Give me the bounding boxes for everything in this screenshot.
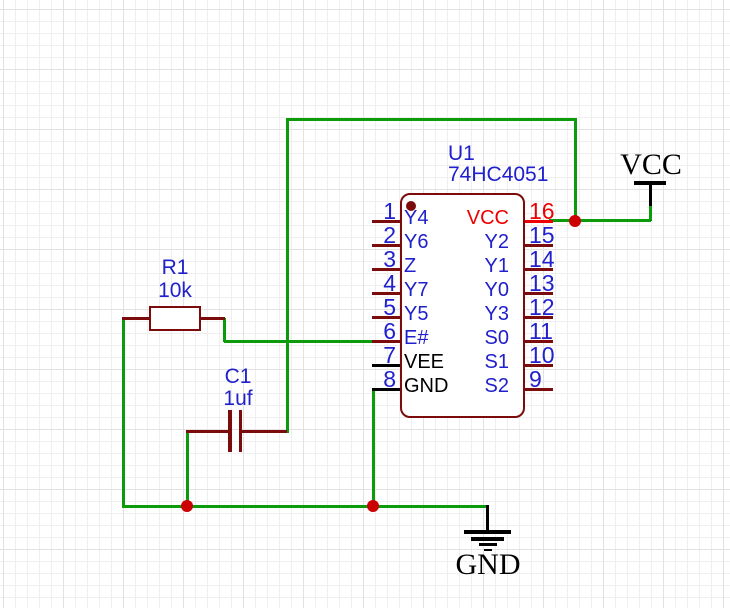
pin-label-y4: Y4 — [404, 207, 429, 229]
pin-label-s0: S0 — [484, 327, 509, 349]
ic-reference-label[interactable]: U1 — [448, 142, 475, 165]
wire-cap-to-top-vertical[interactable] — [286, 118, 289, 433]
capacitor-value-label[interactable]: 1uf — [223, 387, 253, 410]
pin-label-enable: E# — [404, 327, 429, 349]
vcc-net-label[interactable]: VCC — [620, 148, 682, 181]
wire-cap-left-drop[interactable] — [186, 431, 189, 506]
pin-line-11[interactable] — [525, 340, 553, 343]
gnd-symbol-bar4 — [483, 548, 492, 551]
pin-number-9: 9 — [529, 366, 542, 392]
gnd-net-label[interactable]: GND — [455, 548, 521, 581]
pin-label-y6: Y6 — [404, 231, 429, 253]
pin-number-8: 8 — [383, 366, 396, 392]
pin-label-y7: Y7 — [404, 279, 429, 301]
pin-label-vcc: VCC — [466, 207, 509, 229]
pin-line-5[interactable] — [372, 316, 400, 319]
resistor-lead-left — [122, 317, 150, 320]
resistor-body[interactable] — [149, 306, 201, 331]
pin-number-7: 7 — [383, 342, 396, 368]
pin-line-12[interactable] — [525, 316, 553, 319]
wire-ic-gnd-drop[interactable] — [372, 389, 375, 506]
pin-number-1: 1 — [383, 198, 396, 224]
wire-left-vertical[interactable] — [122, 317, 125, 507]
pin-number-3: 3 — [383, 246, 396, 272]
junction-dot-cap-gnd — [181, 500, 193, 512]
wire-pin16-to-vcc[interactable] — [549, 219, 651, 222]
pin-number-4: 4 — [383, 270, 396, 296]
resistor-value-label[interactable]: 10k — [158, 279, 192, 302]
pin-label-y5: Y5 — [404, 303, 429, 325]
pin-number-2: 2 — [383, 222, 396, 248]
gnd-symbol-bar3 — [478, 543, 497, 546]
pin-line-7[interactable] — [372, 364, 400, 367]
gnd-symbol-bar1[interactable] — [464, 530, 511, 534]
wire-ground-bottom[interactable] — [122, 505, 488, 508]
resistor-reference-label[interactable]: R1 — [161, 256, 189, 279]
pin-label-y2: Y2 — [484, 231, 509, 253]
pin-line-1[interactable] — [372, 220, 400, 223]
pin-number-11: 11 — [529, 318, 553, 344]
vcc-symbol-stem — [649, 183, 652, 206]
pin1-marker-dot — [406, 201, 416, 211]
pin-number-5: 5 — [383, 294, 396, 320]
junction-dot-ic-gnd — [367, 500, 379, 512]
pin-line-14[interactable] — [525, 268, 553, 271]
capacitor-lead-left — [186, 430, 229, 433]
wire-vcc-stub[interactable] — [649, 205, 652, 221]
resistor-lead-right — [200, 317, 225, 320]
pin-line-4[interactable] — [372, 292, 400, 295]
pin-line-6[interactable] — [372, 340, 400, 343]
wire-top-horizontal[interactable] — [286, 118, 576, 121]
pin-line-16[interactable] — [525, 220, 553, 223]
pin-line-8[interactable] — [372, 388, 400, 391]
pin-line-9[interactable] — [525, 388, 553, 391]
pin-line-2[interactable] — [372, 244, 400, 247]
pin-number-16: 16 — [529, 198, 555, 224]
ic-body[interactable] — [400, 193, 525, 418]
wire-vcc-vertical-drop[interactable] — [574, 118, 577, 222]
vcc-symbol-bar[interactable] — [634, 181, 666, 185]
pin-label-vee: VEE — [404, 351, 445, 373]
gnd-symbol-stem — [486, 505, 489, 532]
pin-number-13: 13 — [529, 270, 555, 296]
pin-label-s2: S2 — [484, 375, 509, 397]
capacitor-plate-right[interactable] — [238, 410, 242, 452]
pin-number-12: 12 — [529, 294, 555, 320]
capacitor-reference-label[interactable]: C1 — [224, 365, 252, 388]
junction-dot-vcc — [569, 215, 581, 227]
gnd-symbol-bar2 — [471, 537, 504, 541]
pin-number-14: 14 — [529, 246, 555, 272]
pin-label-z: Z — [404, 255, 417, 277]
pin-line-13[interactable] — [525, 292, 553, 295]
pin-label-y3: Y3 — [484, 303, 509, 325]
capacitor-plate-left[interactable] — [228, 410, 232, 452]
wire-enable-horizontal[interactable] — [224, 340, 374, 343]
pin-line-3[interactable] — [372, 268, 400, 271]
pin-line-15[interactable] — [525, 244, 553, 247]
pin-number-6: 6 — [383, 318, 396, 344]
pin-label-s1: S1 — [484, 351, 509, 373]
ic-part-number-label[interactable]: 74HC4051 — [448, 163, 549, 186]
pin-label-gnd: GND — [404, 375, 449, 397]
capacitor-lead-right — [242, 430, 287, 433]
pin-label-y0: Y0 — [484, 279, 509, 301]
pin-number-15: 15 — [529, 222, 555, 248]
pin-line-10[interactable] — [525, 364, 553, 367]
pin-label-y1: Y1 — [484, 255, 509, 277]
pin-number-10: 10 — [529, 342, 555, 368]
wire-resistor-right-drop[interactable] — [223, 318, 226, 342]
